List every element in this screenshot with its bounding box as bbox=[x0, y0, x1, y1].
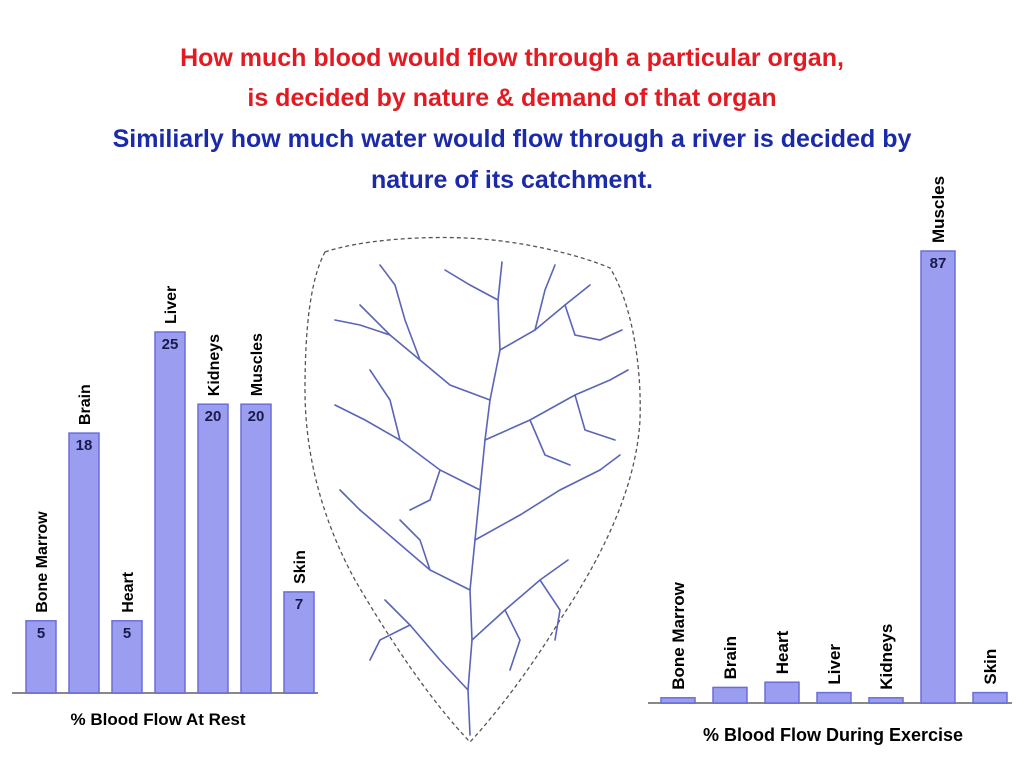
rest-bar-kidneys bbox=[197, 403, 229, 694]
catchment-boundary bbox=[304, 236, 641, 743]
exercise-bar-brain bbox=[712, 686, 748, 704]
rest-axis-title: % Blood Flow At Rest bbox=[70, 710, 245, 729]
river-network bbox=[334, 261, 629, 736]
exercise-category-heart: Heart bbox=[773, 630, 792, 674]
rest-category-liver: Liver bbox=[163, 286, 180, 324]
heading-line-1: How much blood would flow through a part… bbox=[180, 44, 844, 72]
rest-category-skin: Skin bbox=[292, 550, 309, 584]
rest-bar-brain bbox=[68, 432, 100, 694]
exercise-bar-liver bbox=[816, 691, 852, 704]
rest-value-liver: 25 bbox=[162, 336, 179, 353]
rest-value-kidneys: 20 bbox=[205, 408, 222, 425]
heading-line-4: nature of its catchment. bbox=[371, 166, 653, 194]
rest-category-bone-marrow: Bone Marrow bbox=[34, 511, 51, 613]
exercise-bar-heart bbox=[764, 681, 800, 704]
rest-bar-skin bbox=[283, 591, 315, 694]
exercise-bar-kidneys bbox=[868, 697, 904, 704]
rest-bar-bone-marrow bbox=[25, 620, 57, 694]
rest-category-muscles: Muscles bbox=[249, 333, 266, 396]
heading-line-2: is decided by nature & demand of that or… bbox=[247, 84, 777, 112]
exercise-bar-skin bbox=[972, 691, 1008, 704]
exercise-category-bone-marrow: Bone Marrow bbox=[669, 581, 688, 689]
rest-value-brain: 18 bbox=[76, 437, 93, 454]
rest-value-heart: 5 bbox=[123, 625, 131, 642]
exercise-category-kidneys: Kidneys bbox=[877, 624, 896, 690]
rest-value-muscles: 20 bbox=[248, 408, 265, 425]
exercise-value-muscles: 87 bbox=[930, 255, 947, 272]
rest-value-bone-marrow: 5 bbox=[37, 625, 45, 642]
exercise-category-brain: Brain bbox=[721, 636, 740, 679]
rest-value-skin: 7 bbox=[295, 596, 303, 613]
exercise-category-liver: Liver bbox=[825, 644, 844, 685]
rest-category-brain: Brain bbox=[77, 384, 94, 425]
exercise-axis-title: % Blood Flow During Exercise bbox=[703, 725, 963, 745]
exercise-category-skin: Skin bbox=[981, 649, 1000, 685]
rest-category-heart: Heart bbox=[120, 571, 137, 613]
exercise-bar-muscles bbox=[920, 250, 956, 704]
rest-bar-muscles bbox=[240, 403, 272, 694]
exercise-bar-bone-marrow bbox=[660, 697, 696, 704]
heading-line-3: Similiarly how much water would flow thr… bbox=[112, 125, 912, 153]
rest-category-kidneys: Kidneys bbox=[206, 334, 223, 396]
rest-bar-liver bbox=[154, 331, 186, 694]
exercise-category-muscles: Muscles bbox=[929, 176, 948, 243]
rest-bar-heart bbox=[111, 620, 143, 694]
